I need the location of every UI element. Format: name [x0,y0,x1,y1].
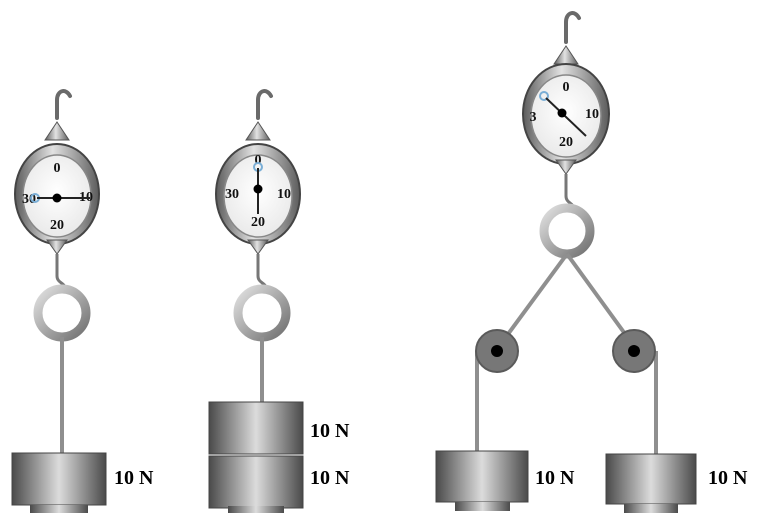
weight-middle-top: 10 N [208,401,350,455]
weight-base [228,506,284,513]
weight-label: 10 N [310,420,350,442]
hook-icon [256,89,273,120]
weight-base [624,504,678,513]
scale-left: 0 10 20 30 [14,89,100,455]
scale-top-bracket [44,121,70,141]
weight-block [11,452,107,506]
dial-label-left: 30 [225,187,239,202]
dial-label-bottom: 20 [559,135,573,150]
weight-block [605,453,697,505]
scale-top-bracket [553,45,579,65]
weight-base [30,505,88,513]
scale-bottom-bracket [247,239,269,255]
weight-label: 10 N [310,467,350,489]
weight-left: 10 N [11,452,154,513]
pulley-system [475,252,658,455]
ring [539,203,595,259]
scale-top-bracket [245,121,271,141]
weight-label: 10 N [535,467,575,489]
weight-label: 10 N [708,467,748,489]
bottom-hook-icon [55,254,67,289]
hook-icon [55,89,72,120]
dial-pivot [557,108,567,118]
pulley-axle-icon [628,345,640,357]
dial-label-right: 10 [277,187,291,202]
scale-right: 0 10 20 3 [522,11,610,259]
dial-pointer [545,97,587,137]
hook-icon [564,11,581,44]
bottom-hook-icon [256,254,268,289]
dial-pivot [52,193,62,203]
dial-label-left: 3 [530,110,537,125]
weight-middle-bottom: 10 N [208,455,350,513]
ring [233,284,291,342]
pulley-axle-icon [491,345,503,357]
dial-pivot [253,184,263,194]
weight-right-2: 10 N [605,453,748,513]
dial-label-top: 0 [255,153,262,168]
scale-bottom-bracket [555,159,577,175]
weight-block [208,401,304,455]
dial-label-bottom: 20 [50,218,64,233]
dial-label-right: 10 [585,107,599,122]
pointer-end-icon [539,91,549,101]
weight-block [208,455,304,509]
weight-right-1: 10 N [435,450,575,511]
bottom-hook-icon [564,174,575,208]
weight-block [435,450,529,503]
dial-label-top: 0 [54,161,61,176]
ring [33,284,91,342]
weight-label: 10 N [114,467,154,489]
dial-label-top: 0 [563,80,570,95]
dial-label-bottom: 20 [251,215,265,230]
weight-base [455,502,510,511]
scale-middle: 0 10 20 30 [215,89,301,403]
scale-bottom-bracket [46,239,68,255]
